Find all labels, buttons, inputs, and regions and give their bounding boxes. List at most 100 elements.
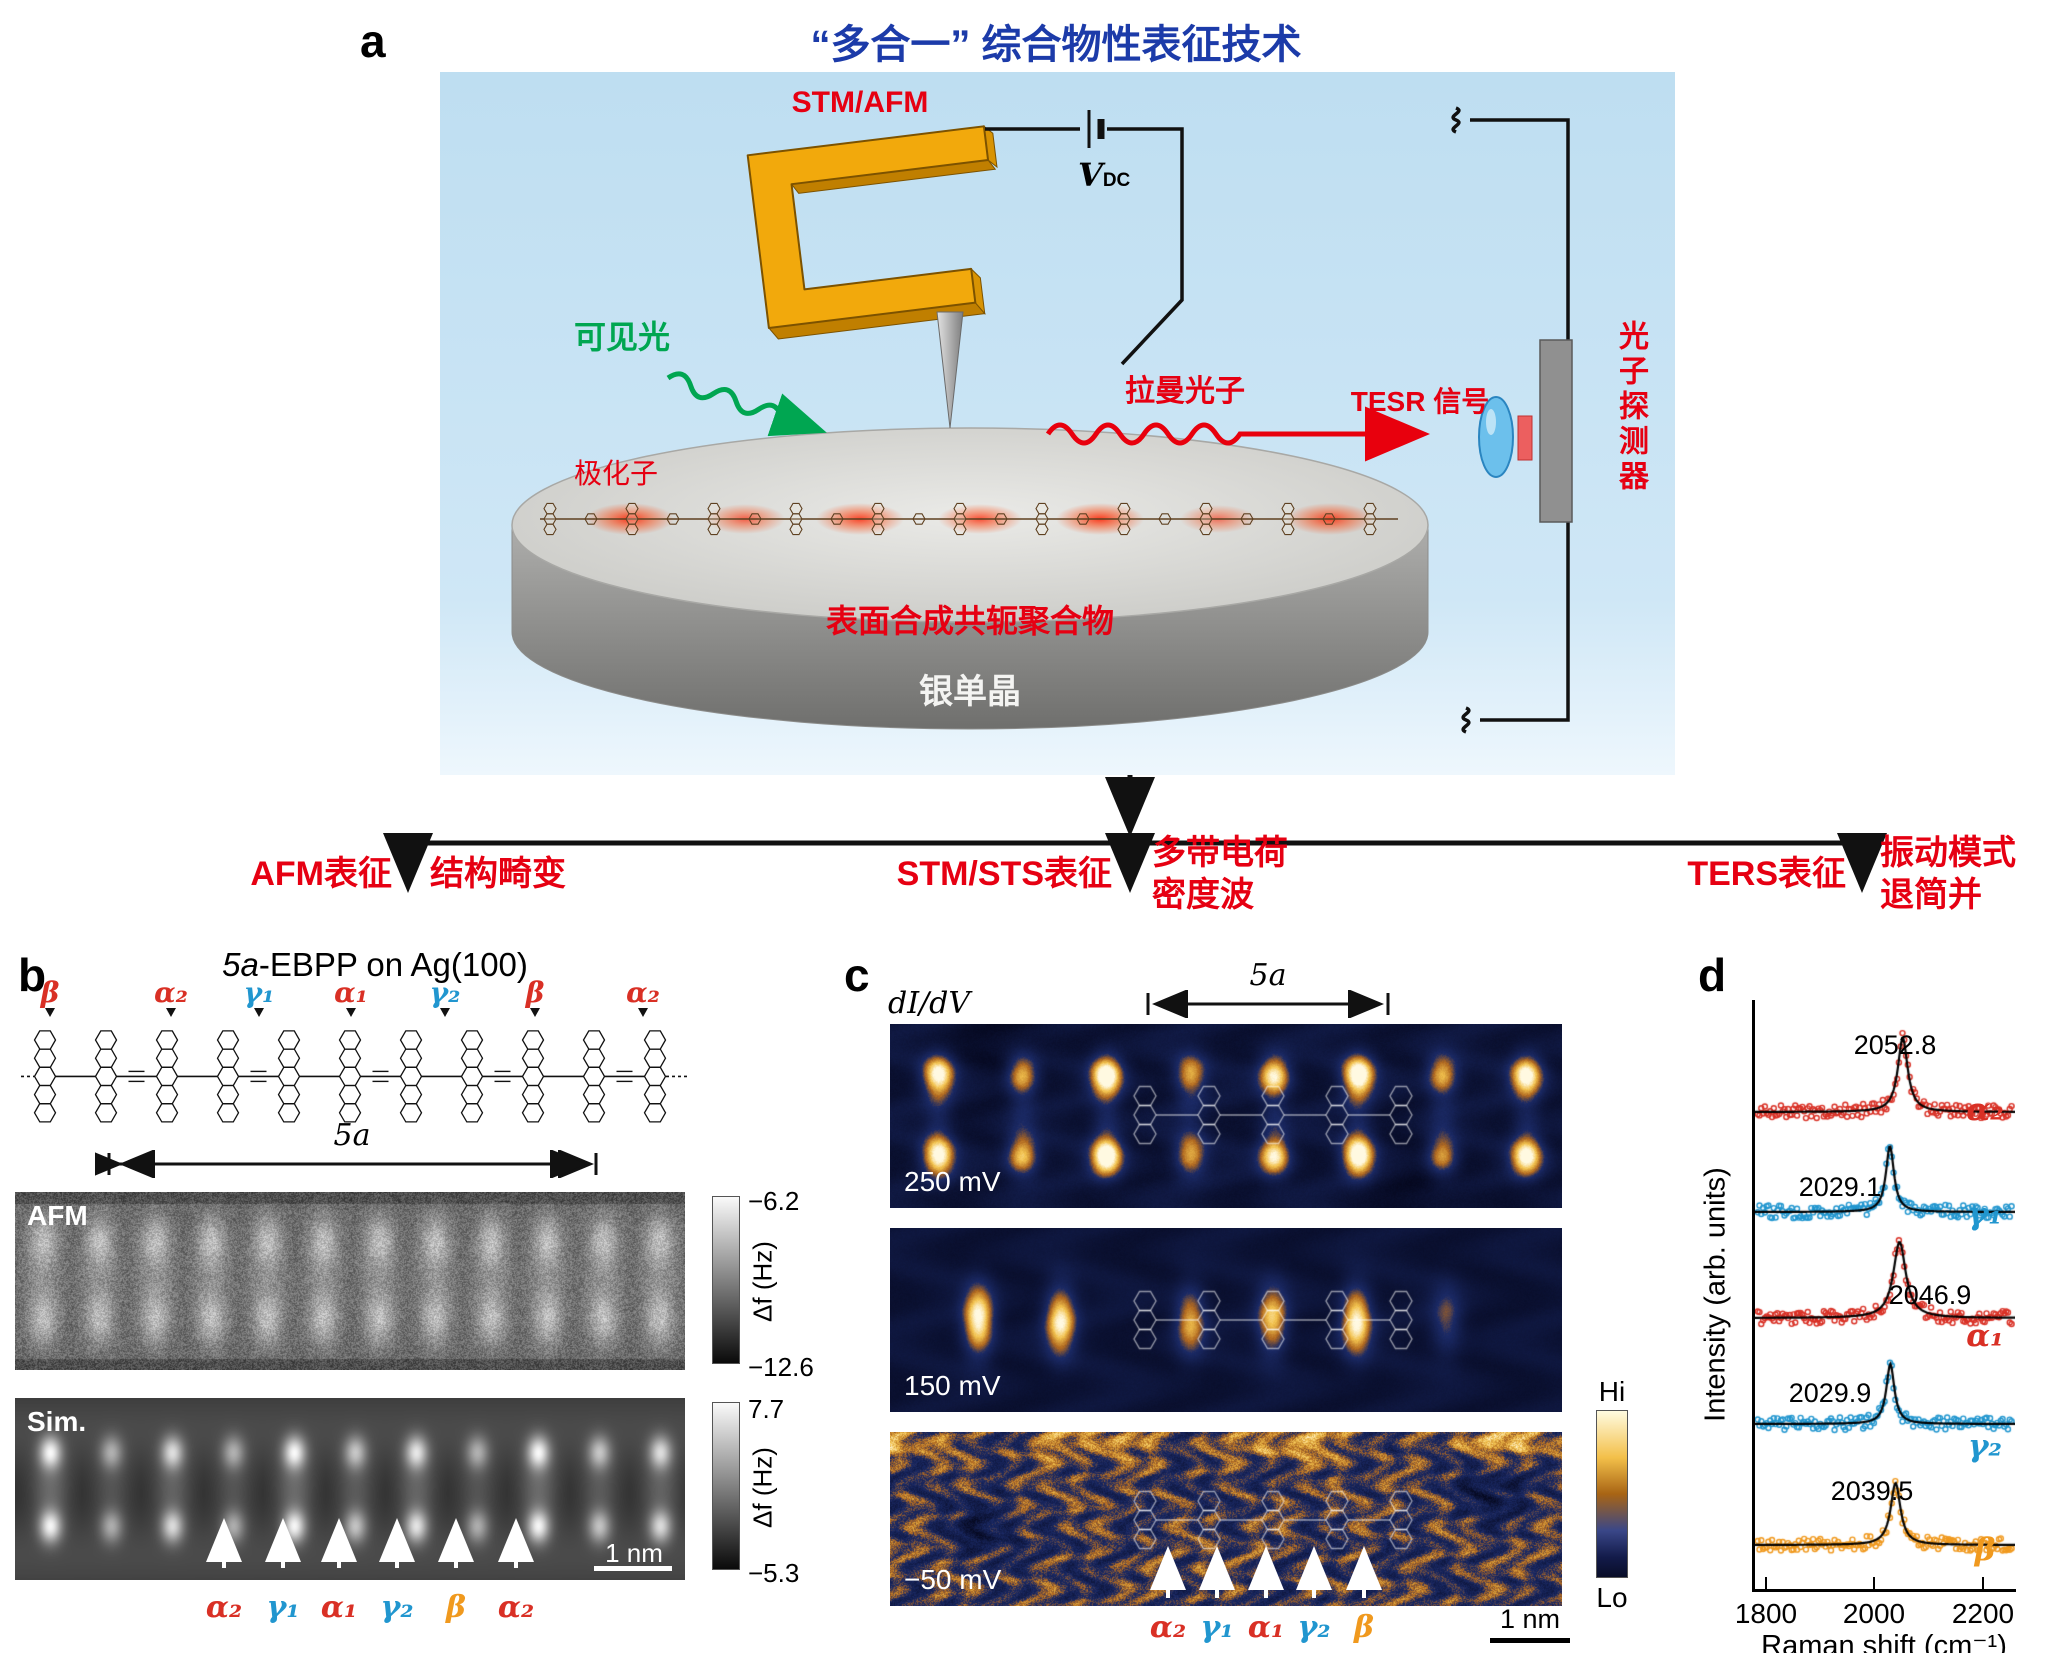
- map-mode-gamma2: γ₂: [1297, 1610, 1331, 1645]
- series-name-alpha1: α₁: [1966, 1318, 2004, 1354]
- branch-result-sts-line2: 密度波: [1152, 876, 1254, 914]
- panel-d-letter: d: [1698, 949, 1727, 1001]
- peak-value-alpha1: 2046.9: [1888, 1280, 1972, 1310]
- y-axis-title: Intensity (arb. units): [1699, 1167, 1732, 1422]
- series-name-alpha2: α₂: [1966, 1092, 2004, 1128]
- sim-scalebar: [594, 1566, 672, 1571]
- map2-bias-label: 150 mV: [904, 1370, 1001, 1401]
- map-scalebar-label: 1 nm: [1499, 1604, 1561, 1634]
- polymer-label: 表面合成共轭聚合物: [825, 603, 1114, 639]
- visible-light-arrow-icon: [666, 371, 827, 437]
- down-arrow-icon: [346, 1008, 356, 1017]
- photon-detector-bar: [1539, 339, 1573, 523]
- x-tick: [1982, 1577, 1984, 1589]
- panel-a-letter: a: [360, 15, 386, 67]
- down-arrow-icon: [254, 1008, 264, 1017]
- polymer-chain: [540, 502, 1398, 536]
- stm-colorbar-hi: Hi: [1598, 1376, 1626, 1407]
- structure-label-gamma1: γ₁: [243, 976, 275, 1009]
- wire-break-icon: [1461, 706, 1471, 734]
- span-label-b: 5a: [333, 1118, 371, 1153]
- peak-value-beta: 2039.5: [1830, 1476, 1914, 1506]
- panel-c-letter: c: [844, 949, 870, 1001]
- panel-b-title-rest: -EBPP on Ag(100): [258, 946, 528, 983]
- stm-colorbar-lo: Lo: [1596, 1582, 1628, 1613]
- panel-b-title-italic: 5a: [222, 946, 259, 983]
- x-tick-label-2000: 2000: [1842, 1598, 1906, 1629]
- sim-scalebar-label: 1 nm: [605, 1538, 663, 1568]
- bias-wire: [985, 110, 1184, 366]
- sim-colorbar-unit: Δf (Hz): [747, 1447, 778, 1528]
- branch-result-ters-line1: 振动模式: [1880, 834, 2016, 872]
- filter-element: [1517, 415, 1533, 461]
- map-mode-alpha1: α₁: [1247, 1610, 1285, 1645]
- branch-result-ters: 振动模式 退简并: [1880, 832, 2016, 916]
- afm-image-label: AFM: [27, 1200, 88, 1231]
- down-arrow-icon: [638, 1008, 648, 1017]
- figure-title: “多合一” 综合物性表征技术: [810, 23, 1302, 67]
- series-name-gamma2: γ₂: [1967, 1428, 2003, 1464]
- down-arrow-icon: [45, 1008, 55, 1017]
- afm-colorbar-min: −12.6: [748, 1352, 814, 1382]
- sim-mode-alpha2: α₂: [205, 1590, 243, 1625]
- series-name-beta: β: [1974, 1532, 1996, 1568]
- down-arrow-icon: [530, 1008, 540, 1017]
- raman-spectra-plot: [1755, 1000, 2015, 1588]
- series-name-gamma1: γ₁: [1967, 1196, 2003, 1232]
- branch-method-afm: AFM表征: [250, 855, 392, 893]
- branch-result-ters-line2: 退简并: [1880, 876, 1982, 914]
- sim-mode-gamma1: γ₁: [266, 1590, 300, 1625]
- sim-arrows-overlay: [206, 1518, 534, 1568]
- structure-label-alpha1: α₁: [334, 976, 368, 1009]
- vdc-label: VDC: [1078, 156, 1130, 194]
- vdc-subscript: DC: [1102, 170, 1131, 191]
- schematic-wrap: STM/AFM VDC 可见光 极化子 拉曼光子 TESR 信号 光子探测器 表…: [440, 72, 1675, 775]
- down-arrow-icon: [440, 1008, 450, 1017]
- x-tick-label-1800: 1800: [1734, 1598, 1798, 1629]
- map3-bias-label: −50 mV: [904, 1564, 1002, 1595]
- branch-arrows-svg: [383, 775, 1887, 893]
- afm-colorbar: [712, 1196, 740, 1364]
- sim-image-label: Sim.: [27, 1406, 87, 1437]
- sim-colorbar-min: −5.3: [748, 1558, 800, 1588]
- map-mode-beta: β: [1354, 1610, 1374, 1645]
- branch-result-sts-line1: 多带电荷: [1152, 834, 1288, 872]
- polaron-label: 极化子: [573, 458, 658, 489]
- panel-b-title: 5a-EBPP on Ag(100): [115, 946, 635, 984]
- stm-tip: [936, 311, 964, 429]
- x-tick-label-2200: 2200: [1951, 1598, 2015, 1629]
- panel-b-letter: b: [18, 949, 47, 1001]
- sim-mode-alpha1: α₁: [320, 1590, 358, 1625]
- lens-highlight: [1486, 409, 1496, 435]
- schematic-svg: [440, 72, 1675, 775]
- raman-photon-arrow-icon: [1045, 406, 1430, 462]
- stm-map-150mv: [890, 1228, 1562, 1412]
- structure-label-alpha2-1: α₂: [154, 976, 188, 1009]
- tuning-fork: [746, 125, 998, 340]
- branch-method-sts: STM/STS表征: [896, 855, 1112, 893]
- stm-map-250mv: [890, 1024, 1562, 1208]
- sim-colorbar-max: 7.7: [748, 1394, 785, 1424]
- afm-colorbar-max: −6.2: [748, 1186, 800, 1216]
- afm-colorbar-unit: Δf (Hz): [747, 1241, 778, 1322]
- x-tick: [1765, 1577, 1767, 1589]
- map-mode-alpha2: α₂: [1149, 1610, 1187, 1645]
- map3-arrows-overlay: [1150, 1546, 1382, 1598]
- branch-result-sts: 多带电荷 密度波: [1152, 832, 1288, 916]
- didv-label: dI/dV: [888, 986, 971, 1021]
- stm-afm-label: STM/AFM: [791, 86, 929, 119]
- sim-mode-alpha2b: α₂: [497, 1590, 535, 1625]
- peak-value-gamma2: 2029.9: [1788, 1378, 1872, 1408]
- structure-label-beta-1: β: [40, 976, 60, 1009]
- x-tick: [1873, 1577, 1875, 1589]
- map-scalebar: [1490, 1638, 1570, 1643]
- sim-mode-beta: β: [446, 1590, 466, 1625]
- peak-value-alpha2: 2052.8: [1853, 1030, 1937, 1060]
- wire-break-icon: [1451, 106, 1461, 134]
- branch-result-afm: 结构畸变: [430, 855, 566, 893]
- raman-photon-label: 拉曼光子: [1125, 375, 1245, 408]
- structure-label-gamma2: γ₂: [429, 976, 461, 1009]
- tesr-signal-label: TESR 信号: [1350, 386, 1490, 417]
- x-axis-title: Raman shift (cm⁻¹): [1761, 1630, 2007, 1653]
- silver-crystal-label: 银单晶: [919, 673, 1021, 711]
